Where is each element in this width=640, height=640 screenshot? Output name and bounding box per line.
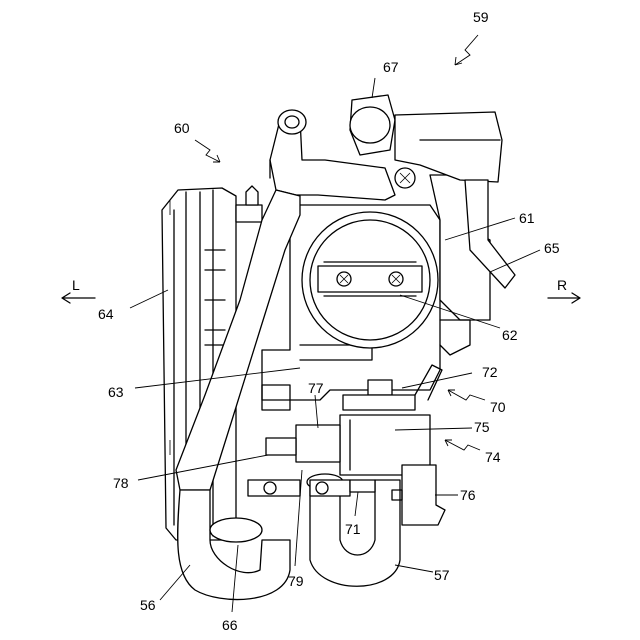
label-65: 65 <box>544 240 560 256</box>
housing-bracket <box>236 186 262 222</box>
throttle-bore <box>302 212 438 348</box>
left-direction-arrow: L <box>62 277 95 303</box>
label-76: 76 <box>460 487 476 503</box>
hose-clamps <box>248 480 375 496</box>
arrow-74 <box>445 440 480 450</box>
label-61: 61 <box>519 210 535 226</box>
label-66: 66 <box>222 617 238 633</box>
label-57: 57 <box>434 567 450 583</box>
arrow-59 <box>455 35 478 65</box>
label-71: 71 <box>345 521 361 537</box>
left-direction-label: L <box>72 277 80 293</box>
label-75: 75 <box>474 419 490 435</box>
label-74: 74 <box>485 449 501 465</box>
label-79: 79 <box>288 573 304 589</box>
label-60: 60 <box>174 120 190 136</box>
label-62: 62 <box>502 327 518 343</box>
arrow-70 <box>448 390 485 400</box>
right-direction-arrow: R <box>548 277 580 303</box>
arrow-60 <box>195 140 220 162</box>
label-56: 56 <box>140 597 156 613</box>
label-63: 63 <box>108 384 124 400</box>
right-direction-label: R <box>557 277 567 293</box>
label-67: 67 <box>383 59 399 75</box>
label-78: 78 <box>113 475 129 491</box>
label-64: 64 <box>98 306 114 322</box>
label-77: 77 <box>308 380 324 396</box>
label-70: 70 <box>490 399 506 415</box>
label-59: 59 <box>473 9 489 25</box>
label-72: 72 <box>482 364 498 380</box>
